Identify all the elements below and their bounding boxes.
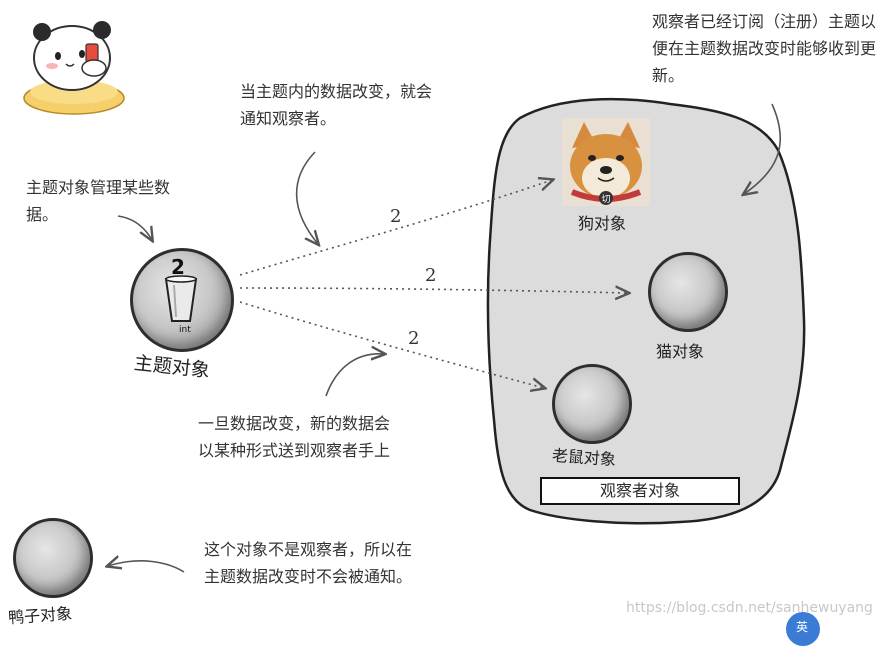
observer-group-label: 观察者对象 xyxy=(540,477,740,505)
mouse-object-sphere xyxy=(552,364,632,444)
note-registered: 观察者已经订阅（注册）主题以便在主题数据改变时能够收到更新。 xyxy=(652,12,877,85)
panda-sticker xyxy=(23,21,125,115)
dog-badge: 切 xyxy=(601,194,610,205)
watermark: https://blog.csdn.net/sanhewuyang xyxy=(626,600,873,616)
mouse-label: 老鼠对象 xyxy=(551,445,617,470)
arrow-to-dog xyxy=(239,180,552,276)
connector-registered-note xyxy=(744,103,782,194)
arrow-value-mouse: 2 xyxy=(408,328,420,349)
subject-value: 2 xyxy=(171,255,185,279)
note-sent-to-observers: 一旦数据改变，新的数据会以某种形式送到观察者手上 xyxy=(198,414,391,460)
connector-change-note xyxy=(295,151,318,244)
cup-icon xyxy=(164,275,198,322)
corner-badge[interactable]: 英 xyxy=(786,612,820,646)
connector-duck-note xyxy=(108,561,185,573)
note-data-changes: 当主题内的数据改变，就会通知观察者。 xyxy=(240,82,433,128)
arrow-value-dog: 2 xyxy=(390,206,402,227)
cat-label: 猫对象 xyxy=(656,342,705,361)
duck-object-sphere xyxy=(13,518,93,598)
subject-type-tag: int xyxy=(179,325,191,335)
connector-sent-note xyxy=(325,354,384,397)
arrow-value-cat: 2 xyxy=(425,265,437,286)
corner-badge-text: 英 xyxy=(796,620,809,634)
arrow-to-cat xyxy=(239,288,628,293)
dog-label: 狗对象 xyxy=(578,214,627,233)
note-not-observer: 这个对象不是观察者，所以在主题数据改变时不会被通知。 xyxy=(204,540,413,586)
dog-photo: 切 xyxy=(562,118,650,206)
arrow-to-mouse xyxy=(239,301,544,388)
note-subject-manages: 主题对象管理某些数据。 xyxy=(26,178,171,224)
connector-subject-note xyxy=(117,215,152,240)
duck-label: 鸭子对象 xyxy=(7,603,73,628)
cat-object-sphere xyxy=(648,252,728,332)
subject-object-sphere: 2 int xyxy=(130,248,234,352)
